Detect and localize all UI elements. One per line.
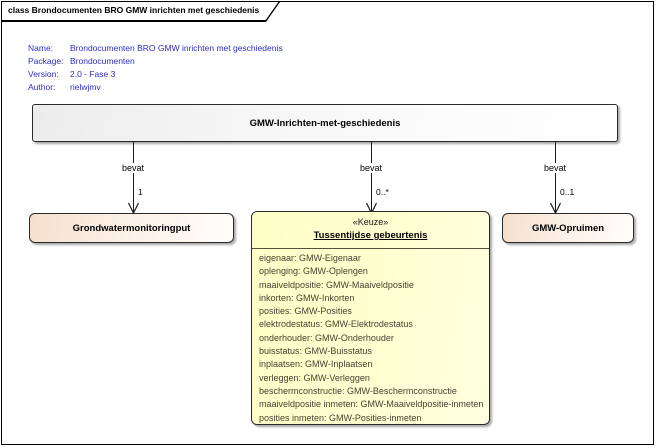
metadata-value: 2.0 - Fase 3 bbox=[70, 69, 116, 79]
attribute-item: onderhouder: GMW-Onderhouder bbox=[259, 332, 394, 343]
stereotype-label: «Keuze» bbox=[352, 217, 389, 227]
relation-multiplicity: 0..* bbox=[376, 187, 389, 197]
metadata-value: Brondocumenten BRO GMW inrichten met ges… bbox=[70, 43, 283, 53]
attribute-item: buisstatus: GMW-Buisstatus bbox=[259, 346, 372, 357]
metadata-label: Author: bbox=[28, 82, 56, 92]
attribute-item: oplenging: GMW-Oplengen bbox=[259, 266, 368, 277]
attribute-item: posities inmeten: GMW-Posities-inmeten bbox=[259, 412, 422, 423]
attribute-item: maaiveldpositie inmeten: GMW-Maaiveldpos… bbox=[259, 399, 484, 410]
class-grondwatermonitoringput: Grondwatermonitoringput bbox=[29, 213, 234, 243]
metadata-value: rielwjmv bbox=[70, 82, 101, 92]
attribute-item: inkorten: GMW-Inkorten bbox=[259, 292, 355, 303]
relation-multiplicity: 0..1 bbox=[560, 187, 575, 197]
connector-line bbox=[370, 142, 372, 213]
metadata-row-version: Version: 2.0 - Fase 3 bbox=[28, 68, 283, 81]
class-tussentijdse-gebeurtenis: «Keuze» Tussentijdse gebeurtenis eigenaa… bbox=[251, 211, 490, 425]
metadata-label: Version: bbox=[28, 69, 59, 79]
metadata-label: Package: bbox=[28, 56, 64, 66]
diagram-metadata: Name: Brondocumenten BRO GMW inrichten me… bbox=[28, 42, 283, 94]
class-name: GMW-Opruimen bbox=[531, 222, 605, 234]
connector-line bbox=[132, 142, 134, 213]
class-gmw-inrichten-met-geschiedenis: GMW-Inrichten-met-geschiedenis bbox=[32, 104, 618, 142]
attribute-list: eigenaar: GMW-Eigenaar oplenging: GMW-Op… bbox=[252, 249, 489, 424]
attribute-item: inplaatsen: GMW-Inplaatsen bbox=[259, 359, 373, 370]
frame-title: class Brondocumenten BRO GMW inrichten m… bbox=[8, 5, 260, 15]
class-name: Grondwatermonitoringput bbox=[72, 222, 191, 234]
attribute-item: eigenaar: GMW-Eigenaar bbox=[259, 253, 361, 263]
class-gmw-opruimen: GMW-Opruimen bbox=[502, 213, 634, 243]
relation-label: bevat bbox=[541, 163, 569, 173]
connector-line bbox=[554, 142, 556, 213]
class-name: Tussentijdse gebeurtenis bbox=[313, 230, 428, 241]
frame-tab: class Brondocumenten BRO GMW inrichten m… bbox=[2, 2, 280, 22]
frame-tab-fill bbox=[2, 2, 278, 20]
metadata-label: Name: bbox=[28, 43, 54, 53]
attribute-item: beschermconstructie: GMW-Beschermconstru… bbox=[259, 385, 457, 396]
metadata-value: Brondocumenten bbox=[70, 56, 135, 66]
metadata-row-package: Package: Brondocumenten bbox=[28, 55, 283, 68]
relation-label: bevat bbox=[357, 163, 385, 173]
attribute-item: posities: GMW-Posities bbox=[259, 306, 352, 317]
choice-header: «Keuze» Tussentijdse gebeurtenis bbox=[252, 212, 489, 249]
class-name: GMW-Inrichten-met-geschiedenis bbox=[249, 117, 401, 129]
metadata-row-name: Name: Brondocumenten BRO GMW inrichten me… bbox=[28, 42, 283, 55]
attribute-item: maaiveldpositie: GMW-Maaiveldpositie bbox=[259, 279, 414, 290]
relation-label: bevat bbox=[119, 163, 147, 173]
attribute-item: elektrodestatus: GMW-Elektrodestatus bbox=[259, 319, 413, 330]
relation-multiplicity: 1 bbox=[138, 187, 143, 197]
attribute-item: verleggen: GMW-Verleggen bbox=[259, 372, 370, 383]
metadata-row-author: Author: rielwjmv bbox=[28, 81, 283, 94]
